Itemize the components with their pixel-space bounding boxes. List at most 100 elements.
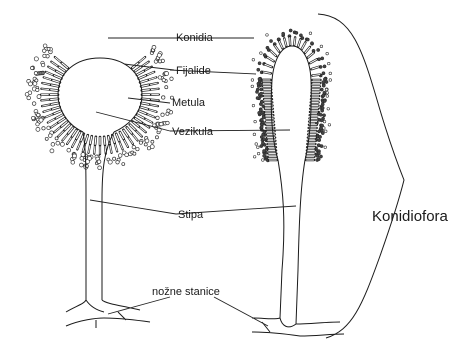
metula-cell-inner: [104, 137, 105, 144]
conidium: [325, 80, 328, 83]
conidium: [88, 156, 92, 160]
conidium: [48, 134, 52, 138]
conidium: [118, 154, 122, 158]
conidium: [34, 57, 38, 61]
conidium: [158, 60, 161, 63]
phialide-cell-inner: [58, 131, 63, 136]
conidium: [319, 113, 322, 116]
conidium: [43, 54, 46, 57]
conidium: [324, 130, 327, 133]
conidium: [51, 143, 55, 147]
conidium: [167, 109, 170, 112]
conidium: [323, 127, 326, 130]
labels: Konidia Fijalide Metula Vezikula Stipa n…: [152, 32, 449, 298]
conidium: [42, 127, 45, 130]
conidium: [108, 160, 112, 164]
conidium: [170, 77, 173, 80]
conidium: [323, 120, 326, 123]
conidium: [316, 154, 319, 157]
conidium: [158, 76, 161, 79]
conidium: [150, 145, 154, 149]
conidium: [258, 62, 261, 65]
conidium: [260, 118, 263, 121]
conidium: [41, 63, 45, 67]
conidium: [36, 122, 40, 126]
right-conidiophore: [251, 29, 344, 336]
conidium: [145, 139, 149, 143]
phialide-cell-inner: [67, 138, 71, 144]
conidium: [47, 47, 50, 50]
conidium: [136, 147, 139, 150]
conidium: [309, 32, 312, 35]
conidium: [42, 49, 46, 53]
conidium: [32, 102, 36, 106]
konidiofora-bracket: [318, 14, 404, 338]
conidium: [318, 135, 321, 138]
conidium: [295, 31, 298, 34]
conidium: [30, 66, 33, 69]
conidium: [159, 122, 163, 126]
conidium: [151, 140, 154, 143]
conidium: [321, 132, 324, 135]
conidium: [113, 157, 116, 160]
conidium: [56, 141, 60, 145]
conidium: [317, 158, 320, 161]
conidium: [328, 124, 331, 127]
conidium: [282, 32, 285, 35]
phialide-cell-inner: [129, 138, 133, 144]
conidium: [35, 79, 38, 82]
phialide-cell-inner: [140, 128, 145, 132]
conidium: [320, 119, 323, 122]
conidium: [320, 45, 323, 48]
label-konidia: Konidia: [176, 32, 214, 44]
conidium: [116, 161, 119, 164]
conidium: [45, 137, 48, 140]
conidium: [329, 79, 332, 82]
conidium: [28, 82, 32, 86]
conidium: [326, 52, 329, 55]
phialide-cell-inner: [143, 62, 149, 66]
conidium: [317, 48, 320, 51]
conidium: [133, 152, 136, 155]
conidium: [166, 112, 169, 115]
conidium: [161, 113, 164, 116]
conidium: [306, 38, 309, 41]
label-nozne-stanice: nožne stanice: [152, 286, 220, 298]
conidium: [67, 148, 71, 152]
conidium: [132, 145, 135, 148]
conidium: [266, 46, 269, 49]
conidium: [327, 108, 330, 111]
conidium: [39, 118, 43, 122]
right-vesicle: [271, 46, 311, 160]
conidium: [60, 142, 64, 146]
conidium: [325, 88, 328, 91]
conidium: [252, 58, 255, 61]
conidium: [319, 155, 322, 158]
conidium: [252, 104, 255, 107]
conidium: [256, 88, 259, 91]
conidium: [323, 99, 326, 102]
conidium: [263, 154, 266, 157]
conidium: [299, 34, 302, 37]
label-vezikula: Vezikula: [172, 126, 214, 138]
conidium: [259, 92, 262, 95]
conidium: [79, 163, 83, 167]
conidium: [254, 120, 257, 123]
conidium: [322, 114, 325, 117]
conidium: [322, 94, 325, 97]
conidium: [263, 137, 266, 140]
conidium: [263, 53, 266, 56]
conidium: [125, 153, 129, 157]
conidium: [322, 72, 325, 75]
conidium: [320, 145, 323, 148]
conidium: [323, 65, 326, 68]
conidium: [72, 154, 76, 158]
conidium: [289, 29, 292, 32]
conidium: [257, 146, 260, 149]
conidium: [257, 68, 260, 71]
conidium: [269, 39, 272, 42]
left-metulae: [50, 63, 150, 145]
conidium: [165, 86, 168, 89]
conidium: [81, 153, 85, 157]
conidium: [43, 44, 47, 48]
